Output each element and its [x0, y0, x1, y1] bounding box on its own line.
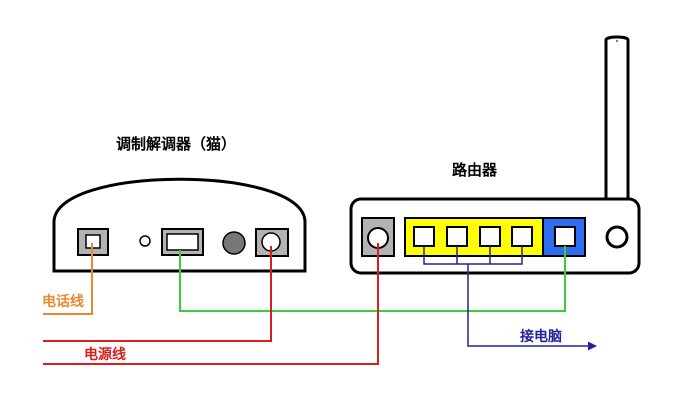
router-power-cable [43, 243, 379, 365]
router-antenna [604, 35, 630, 207]
router-antenna-base [605, 225, 629, 249]
wan-cable [179, 246, 566, 312]
modem-label: 调制解调器（猫） [116, 135, 236, 153]
router-label: 路由器 [452, 161, 498, 179]
modem-knob [222, 231, 246, 255]
lan-port-2 [446, 226, 468, 247]
phone-line-label: 电话线 [42, 293, 84, 310]
phone-line-cable [43, 243, 93, 315]
power-line-label: 电源线 [84, 346, 126, 363]
to-computer-label: 接电脑 [520, 328, 562, 345]
lan-cables [423, 246, 597, 351]
lan-port-4 [511, 226, 533, 247]
lan-port-3 [479, 226, 501, 247]
modem-power-cable [43, 246, 272, 342]
modem-indicator [139, 235, 151, 247]
lan-port-1 [413, 226, 435, 247]
